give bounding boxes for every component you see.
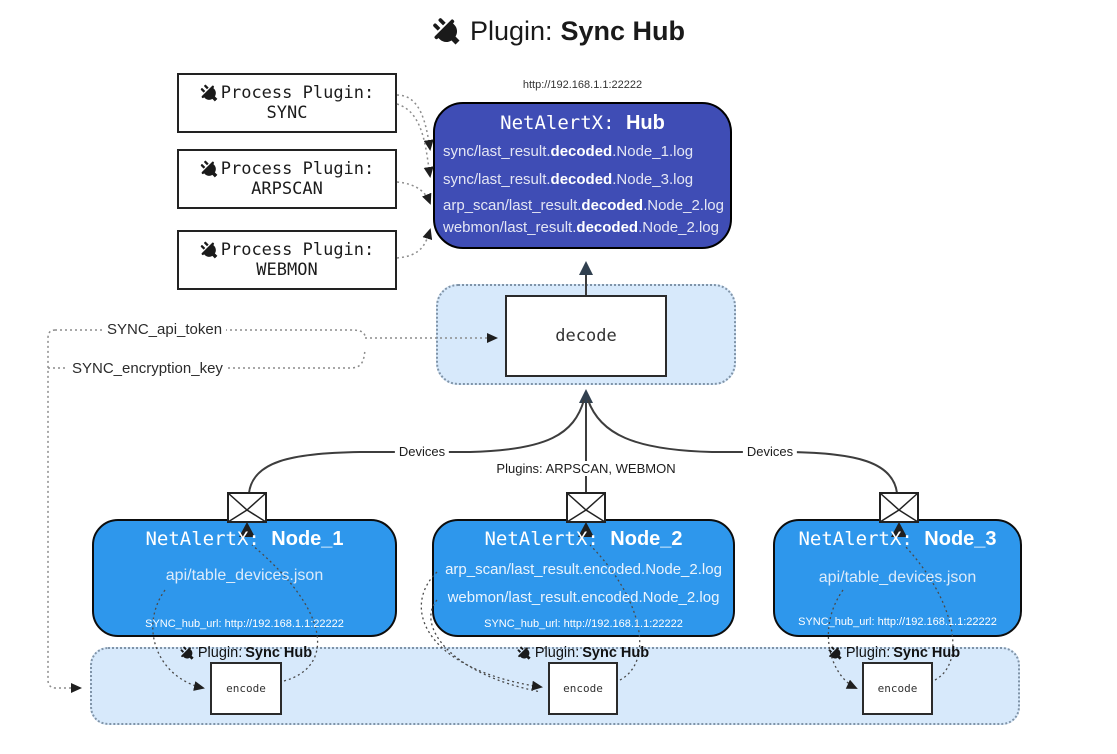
plug-icon: [196, 156, 223, 183]
process-plugin-label: Process Plugin:: [220, 159, 375, 179]
hub-title-name: Hub: [625, 112, 665, 134]
sync-api-token-label: SYNC_api_token: [103, 321, 227, 338]
hub-box: [433, 102, 732, 249]
plug-icon: [426, 10, 468, 52]
node3-box: [773, 519, 1022, 637]
devices-left-label: Devices: [394, 444, 450, 459]
process-plugin-webmon: Process Plugin: WEBMON: [177, 230, 397, 290]
node1-hub-url: SYNC_hub_url: http://192.168.1.1:22222: [145, 618, 344, 630]
page-title: Plugin: Sync Hub: [0, 16, 1117, 47]
process-plugin-sync: Process Plugin: SYNC: [177, 73, 397, 133]
encoder3-label: Plugin:encodeSync Hub: [828, 645, 960, 661]
node3-hub-url: SYNC_hub_url: http://192.168.1.1:22222: [798, 616, 997, 628]
plug-icon: [196, 237, 223, 264]
devices-right-label: Devices: [742, 444, 798, 459]
hub-log-line: arp_scan/last_result.decoded.Node_2.log: [443, 197, 724, 214]
node1-file: api/table_devices.json: [165, 567, 324, 584]
hub-log-line: sync/last_result.decoded.Node_1.log: [443, 143, 694, 160]
decode-box: decode: [505, 295, 667, 377]
plug-icon: [825, 642, 846, 663]
decode-label: decode: [555, 326, 617, 346]
process-plugin-name: WEBMON: [256, 260, 318, 280]
sync-encryption-key-label: SYNC_encryption_key: [68, 360, 227, 377]
node2-title: NetAlertX: Node_2: [484, 528, 683, 550]
process-plugin-name: ARPSCAN: [251, 179, 323, 199]
hub-url-label: http://192.168.1.1:22222: [522, 79, 643, 91]
envelope-icons: [227, 492, 919, 523]
node1-title: NetAlertX: Node_1: [145, 528, 344, 550]
plug-icon: [514, 642, 535, 663]
hub-log-line: sync/last_result.decoded.Node_3.log: [443, 171, 694, 188]
node2-hub-url: SYNC_hub_url: http://192.168.1.1:22222: [484, 618, 683, 630]
process-plugin-arpscan: Process Plugin: ARPSCAN: [177, 149, 397, 209]
page-title-name: Sync Hub: [560, 16, 686, 46]
node3-file: api/table_devices.json: [818, 569, 977, 586]
envelope-icon: [566, 492, 606, 523]
plug-icon: [196, 80, 223, 107]
node2-file: arp_scan/last_result.encoded.Node_2.log: [445, 561, 722, 578]
page-title-label: Plugin:: [469, 16, 553, 46]
hub-log-line: webmon/last_result.decoded.Node_2.log: [443, 219, 719, 236]
encode1-box: encode: [210, 662, 282, 715]
encoder2-label: Plugin:Sync Hub: [517, 645, 649, 661]
node3-title: NetAlertX: Node_3: [798, 528, 997, 550]
plugins-edge-label: Plugins: ARPSCAN, WEBMON: [492, 461, 680, 476]
hub-title-prefix: NetAlertX:: [500, 112, 626, 134]
node2-file: webmon/last_result.encoded.Node_2.log: [447, 589, 720, 606]
hub-title: NetAlertX: Hub: [433, 112, 732, 135]
encode3-box: encode: [862, 662, 933, 715]
process-plugin-label: Process Plugin:: [220, 83, 375, 103]
node1-box: [92, 519, 397, 637]
envelope-icon: [879, 492, 919, 523]
process-plugin-label: Process Plugin:: [220, 240, 375, 260]
envelope-icon: [227, 492, 267, 523]
encode2-box: encode: [548, 662, 618, 715]
process-plugin-name: SYNC: [266, 103, 308, 123]
plug-icon: [177, 642, 198, 663]
encoder1-label: Plugin:Sync Hub: [180, 645, 312, 661]
